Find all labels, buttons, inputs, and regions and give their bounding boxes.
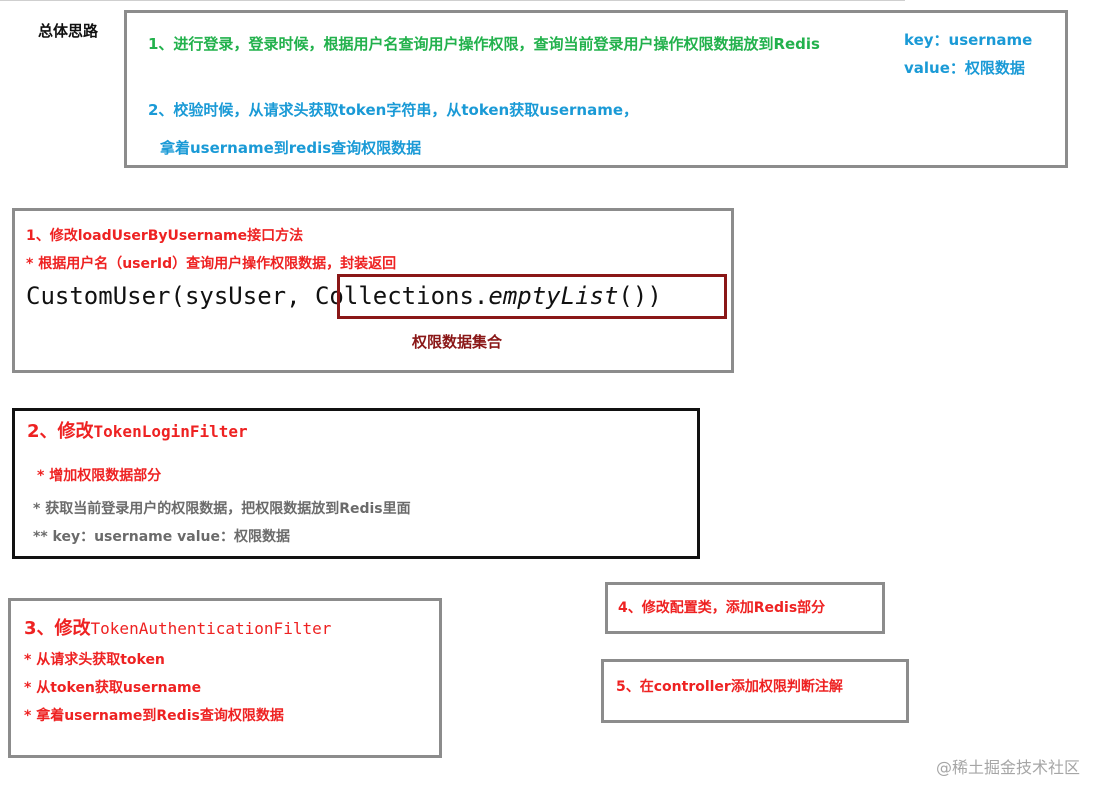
step2-heading: 2、修改TokenLoginFilter [27,421,248,443]
overview-step2-cont: 拿着username到redis查询权限数据 [160,139,422,157]
step3-item2: * 从token获取username [24,680,202,696]
step2-item2: * 获取当前登录用户的权限数据，把权限数据放到Redis里面 [33,501,411,517]
step3-item1: * 从请求头获取token [24,652,165,668]
step4-text: 4、修改配置类，添加Redis部分 [618,600,826,616]
overview-value: value：权限数据 [904,59,1025,77]
overview-key: key：username [904,31,1033,49]
step2-box: 2、修改TokenLoginFilter * 增加权限数据部分 * 获取当前登录… [12,408,700,559]
code-method: emptyList [488,282,619,310]
top-divider [0,0,905,1]
step3-heading-prefix: 3、修改 [24,618,91,639]
overview-box: 1、进行登录，登录时候，根据用户名查询用户操作权限，查询当前登录用户操作权限数据… [124,10,1068,168]
step2-item1: * 增加权限数据部分 [37,468,162,484]
step2-heading-class: TokenLoginFilter [93,422,248,441]
code-prefix: CustomUser(sysUser, [26,282,315,310]
step2-heading-prefix: 2、修改 [27,421,94,442]
overview-step1: 1、进行登录，登录时候，根据用户名查询用户操作权限，查询当前登录用户操作权限数据… [148,35,820,53]
step5-text: 5、在controller添加权限判断注解 [616,679,843,695]
step4-box: 4、修改配置类，添加Redis部分 [605,582,885,634]
code-highlight-box [337,274,727,319]
step1-sub: * 根据用户名（userId）查询用户操作权限数据，封装返回 [26,256,397,272]
step3-heading-class: TokenAuthenticationFilter [90,619,332,638]
watermark: @稀土掘金技术社区 [936,758,1081,777]
step5-box: 5、在controller添加权限判断注解 [601,659,909,723]
code-end: ()) [618,282,662,310]
step3-box: 3、修改TokenAuthenticationFilter * 从请求头获取to… [8,598,442,758]
code-line: CustomUser(sysUser, Collections.emptyLis… [26,281,662,311]
step3-item3: * 拿着username到Redis查询权限数据 [24,708,284,724]
overview-title: 总体思路 [38,22,99,40]
step1-box: 1、修改loadUserByUsername接口方法 * 根据用户名（userI… [12,208,734,373]
step1-caption: 权限数据集合 [412,333,503,351]
overview-step2: 2、校验时候，从请求头获取token字符串，从token获取username， [148,101,639,119]
step3-heading: 3、修改TokenAuthenticationFilter [24,618,331,640]
code-collections: Collections. [314,282,489,310]
step2-item3: ** key：username value：权限数据 [33,529,290,545]
step1-heading: 1、修改loadUserByUsername接口方法 [26,228,304,244]
